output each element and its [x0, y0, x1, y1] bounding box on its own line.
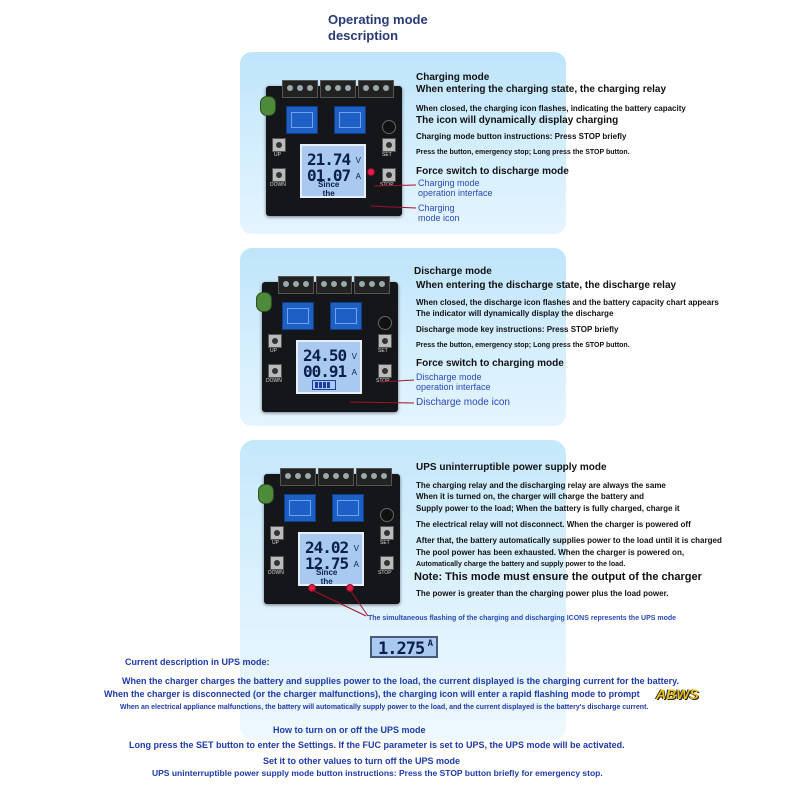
- set-label: SET: [378, 348, 388, 354]
- battery-icon: [312, 380, 336, 390]
- discharge-line: Press the button, emergency stop; Long p…: [416, 342, 630, 349]
- ups-line: Automatically charge the battery and sup…: [416, 561, 626, 568]
- howto-heading: How to turn on or off the UPS mode: [273, 725, 426, 735]
- current-description-line: When the charger is disconnected (or the…: [104, 689, 640, 699]
- set-label: SET: [382, 152, 392, 158]
- lcd-current-unit: A: [355, 172, 361, 181]
- controller-board-image: UP DOWN SET STOP 21.74 V 01.07 A Since the: [260, 80, 402, 216]
- lcd-voltage-unit: V: [355, 156, 361, 165]
- charging-line: When closed, the charging icon flashes, …: [416, 104, 686, 113]
- current-lcd-unit: A: [427, 639, 434, 649]
- lcd-voltage-unit: V: [353, 544, 359, 553]
- ups-note: Note: This mode must ensure the output o…: [414, 571, 702, 583]
- annotation-line: mode icon: [418, 213, 460, 223]
- howto-line: UPS uninterruptible power supply mode bu…: [152, 768, 603, 778]
- ups-line: When it is turned on, the charger will c…: [416, 492, 645, 501]
- howto-line: Long press the SET button to enter the S…: [129, 740, 625, 750]
- up-label: UP: [270, 348, 277, 354]
- charging-line: Force switch to discharge mode: [416, 166, 569, 177]
- lcd-current: 00.91: [303, 362, 347, 381]
- annotation-line: Charging: [418, 203, 455, 213]
- title-line-1: Operating mode: [328, 12, 428, 27]
- annotation-line: Discharge mode: [416, 372, 482, 382]
- lcd-display: 24.50 V 00.91 A: [296, 340, 362, 394]
- charging-icon-annotation: Charging mode icon: [418, 203, 460, 223]
- current-description-line: When the charger charges the battery and…: [122, 676, 679, 686]
- charging-marker-icon: [367, 168, 375, 176]
- current-lcd-value: 1.275: [378, 639, 425, 659]
- ups-line: The power is greater than the charging p…: [416, 589, 669, 598]
- lcd-current-unit: A: [353, 560, 359, 569]
- lcd-display: 24.02 V 12.75 A Since the: [298, 532, 364, 586]
- discharge-line: Force switch to charging mode: [416, 358, 564, 369]
- down-label: DOWN: [268, 570, 284, 576]
- discharge-mode-heading: Discharge mode: [414, 266, 492, 277]
- lcd-current: 01.07: [307, 166, 351, 185]
- title-line-2: description: [328, 28, 399, 43]
- down-label: DOWN: [270, 182, 286, 188]
- charging-line: The icon will dynamically display chargi…: [416, 115, 619, 126]
- lcd-voltage-unit: V: [351, 352, 357, 361]
- lcd-voltage: 21.74: [307, 150, 351, 169]
- controller-board-image: UP DOWN SET STOP 24.02 V 12.75 A Since the: [258, 468, 400, 604]
- ups-line: The electrical relay will not disconnect…: [416, 520, 691, 529]
- charging-marker-icon: [308, 584, 316, 592]
- controller-board-image: UP DOWN SET STOP 24.50 V 00.91 A: [256, 276, 398, 412]
- howto-line: Set it to other values to turn off the U…: [263, 756, 461, 766]
- discharge-interface-annotation: Discharge mode operation interface: [416, 372, 491, 392]
- lcd-voltage: 24.02: [305, 538, 349, 557]
- annotation-line: Charging mode: [418, 178, 480, 188]
- ups-line: The charging relay and the discharging r…: [416, 481, 666, 490]
- ups-line: After that, the battery automatically su…: [416, 536, 722, 545]
- stop-label: STOP: [378, 570, 392, 576]
- discharge-icon-annotation: Discharge mode icon: [416, 397, 510, 408]
- up-label: UP: [272, 540, 279, 546]
- charging-line: Charging mode button instructions: Press…: [416, 132, 627, 141]
- page-title: Operating mode description: [328, 12, 428, 44]
- watermark-logo: ABWS: [656, 686, 699, 702]
- lcd-current: 12.75: [305, 554, 349, 573]
- charging-mode-panel: UP DOWN SET STOP 21.74 V 01.07 A Since the: [240, 52, 566, 234]
- lcd-display: 21.74 V 01.07 A Since the: [300, 144, 366, 198]
- discharge-mode-panel: UP DOWN SET STOP 24.50 V 00.91 A: [240, 248, 566, 426]
- set-label: SET: [380, 540, 390, 546]
- stop-label: STOP: [376, 378, 390, 384]
- discharge-line: Discharge mode key instructions: Press S…: [416, 325, 619, 334]
- lcd-current-unit: A: [351, 368, 357, 377]
- up-label: UP: [274, 152, 281, 158]
- stop-label: STOP: [380, 182, 394, 188]
- discharge-line: When closed, the discharge icon flashes …: [416, 298, 719, 307]
- lcd-since-text: Since the: [318, 180, 340, 198]
- lcd-voltage: 24.50: [303, 346, 347, 365]
- down-label: DOWN: [266, 378, 282, 384]
- current-lcd-display: 1.275 A: [370, 636, 438, 659]
- charging-interface-annotation: Charging mode operation interface: [418, 178, 493, 198]
- lcd-since-text: Since the: [316, 568, 338, 586]
- annotation-line: operation interface: [418, 188, 493, 198]
- current-description-line: When an electrical appliance malfunction…: [120, 704, 649, 711]
- discharging-marker-icon: [346, 584, 354, 592]
- ups-line: Supply power to the load; When the batte…: [416, 504, 680, 513]
- current-description-heading: Current description in UPS mode:: [125, 657, 270, 667]
- annotation-line: operation interface: [416, 382, 491, 392]
- ups-mode-heading: UPS uninterruptible power supply mode: [416, 462, 607, 473]
- ups-line: The pool power has been exhausted. When …: [416, 548, 685, 557]
- charging-line: When entering the charging state, the ch…: [416, 84, 667, 95]
- ups-caption: The simultaneous flashing of the chargin…: [368, 615, 677, 622]
- charging-line: Press the button, emergency stop; Long p…: [416, 149, 630, 156]
- discharge-line: The indicator will dynamically display t…: [416, 309, 614, 318]
- discharge-line: When entering the discharge state, the d…: [416, 280, 677, 291]
- charging-mode-heading: Charging mode: [416, 72, 490, 83]
